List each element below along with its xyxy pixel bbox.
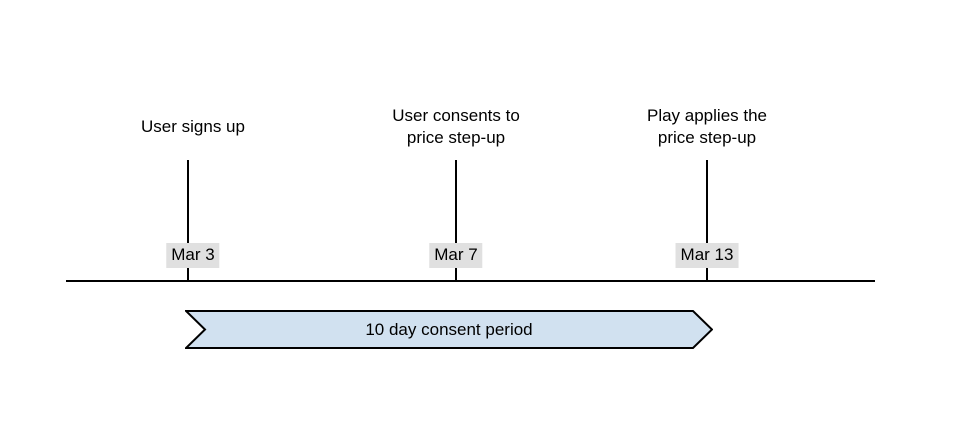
chevron-arrow-icon: [185, 310, 713, 349]
consent-period-banner: 10 day consent period: [185, 310, 713, 349]
timeline-axis: [66, 280, 875, 282]
milestone-date-chip-1: Mar 3: [166, 243, 220, 268]
milestone-tick-3: [706, 160, 708, 281]
milestone-tick-2: [455, 160, 457, 281]
milestone-tick-1: [187, 160, 189, 281]
milestone-date-chip-3: Mar 13: [675, 243, 739, 268]
milestone-label-3: Play applies the price step-up: [646, 106, 768, 147]
consent-period-banner-shape: [185, 310, 713, 349]
milestone-label-1: User signs up: [141, 117, 245, 136]
milestone-label-2: User consents to price step-up: [392, 106, 520, 147]
milestone-date-chip-2: Mar 7: [429, 243, 483, 268]
